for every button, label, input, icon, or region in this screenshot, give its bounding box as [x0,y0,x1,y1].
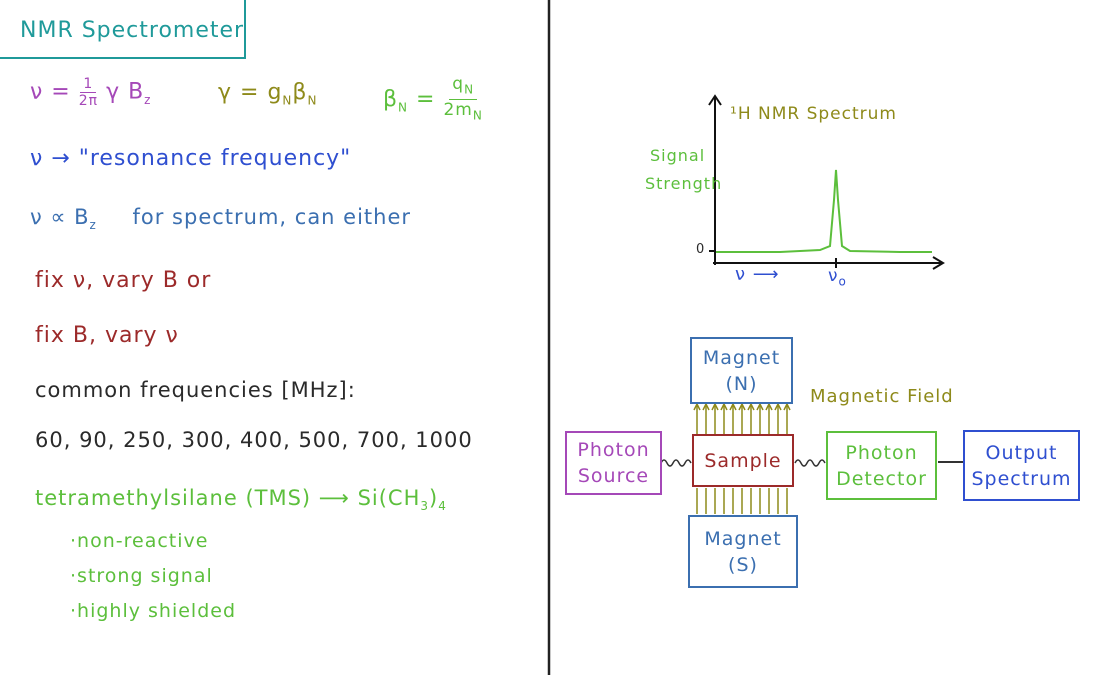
magneton-num-q: q [452,74,465,94]
photon-source-line2: Source [577,465,650,487]
output-spectrum: Output Spectrum [963,430,1080,501]
y-axis-label-line2: Strength [645,174,723,193]
larmor-rhs-sub: z [144,92,152,107]
resonance-note: ν → "resonance frequency" [30,146,352,171]
spectrum-title: ¹H NMR Spectrum [730,104,897,124]
proportional-sub: z [89,218,97,233]
page-title: NMR Spectrometer [20,18,245,43]
magneton-lhs: β [383,86,399,112]
tms-bullet: ·highly shielded [70,600,237,622]
proportional-note: ν ∝ Bz for spectrum, can either [30,205,411,232]
gamma-lhs: γ = g [218,80,283,105]
fix-b-note: fix B, vary ν [35,323,179,348]
larmor-equation: ν = 1 2π γ Bz [30,76,151,109]
magnet-north-pole: (N) [725,372,758,395]
tms-sub-3: 3 [420,499,430,514]
photon-source: Photon Source [565,431,662,495]
common-frequencies-label: common frequencies [MHz]: [35,378,356,402]
photon-source-line1: Photon [577,439,650,461]
field-lines-top [693,402,791,434]
field-lines-bottom [696,488,788,514]
larmor-fraction: 1 2π [79,76,98,109]
magneton-eq: = [416,86,436,112]
frequency-list: 60, 90, 250, 300, 400, 500, 700, 1000 [35,428,473,452]
spectrum-axes [708,94,945,270]
tms-text: tetramethylsilane (TMS) ⟶ Si(CH [35,486,421,510]
magnet-north-label: Magnet [702,346,781,369]
title-box [0,0,246,59]
magneton-num-sub: N [464,82,475,97]
photon-detector-line2: Detector [836,467,927,490]
tms-note: tetramethylsilane (TMS) ⟶ Si(CH3)4 [35,486,447,513]
tms-bullet: ·non-reactive [70,530,209,552]
tms-bullet: ·strong signal [70,565,213,587]
magnetic-field-label: Magnetic Field [810,386,954,407]
photon-detector: Photon Detector [826,431,937,500]
larmor-rhs: γ B [106,79,145,105]
magneton-den-2m: 2m [443,100,473,121]
sample-box: Sample [692,434,794,487]
y-zero-label: 0 [696,242,706,257]
gamma-sub-1: N [282,93,293,108]
gamma-equation: γ = gNβN [218,80,317,107]
tms-close: ) [429,486,439,510]
magnet-north: Magnet (N) [690,337,793,404]
gamma-beta: β [292,80,308,105]
y-axis-label-line1: Signal [650,146,706,165]
magnet-south-label: Magnet [704,527,782,550]
spectrum-line [716,169,932,253]
magnet-south: Magnet (S) [688,515,798,588]
photon-out-wave [794,459,826,467]
tms-sub-4: 4 [438,499,447,514]
magneton-fraction: qN 2mN [443,74,482,126]
y-axis-arrow [708,94,722,106]
magneton-den-sub: N [472,108,483,123]
peak-label: νo [828,266,847,288]
peak-label-nu: ν [828,266,839,286]
x-axis-label: ν ⟶ [735,264,780,285]
larmor-frac-den: 2π [78,93,99,109]
magneton-num: qN [449,74,478,101]
larmor-frac-num: 1 [80,76,97,93]
gamma-sub-2: N [307,93,318,108]
photon-in-wave [660,459,692,467]
fix-nu-note: fix ν, vary B or [35,268,212,293]
photon-detector-line1: Photon [845,441,918,464]
output-spectrum-line2: Spectrum [971,467,1072,490]
output-spectrum-line1: Output [985,441,1058,464]
proportional-lhs: ν ∝ B [30,205,90,229]
larmor-lhs: ν = [30,79,71,105]
x-axis-arrow [932,256,945,270]
magneton-equation: βN = qN 2mN [383,74,483,126]
sample-label: Sample [704,449,782,472]
magneton-lhs-sub: N [398,100,409,115]
magneton-den: 2mN [443,100,482,125]
magnet-south-pole: (S) [728,553,758,576]
proportional-rest: for spectrum, can either [132,205,412,229]
peak-label-sub: o [838,274,847,289]
